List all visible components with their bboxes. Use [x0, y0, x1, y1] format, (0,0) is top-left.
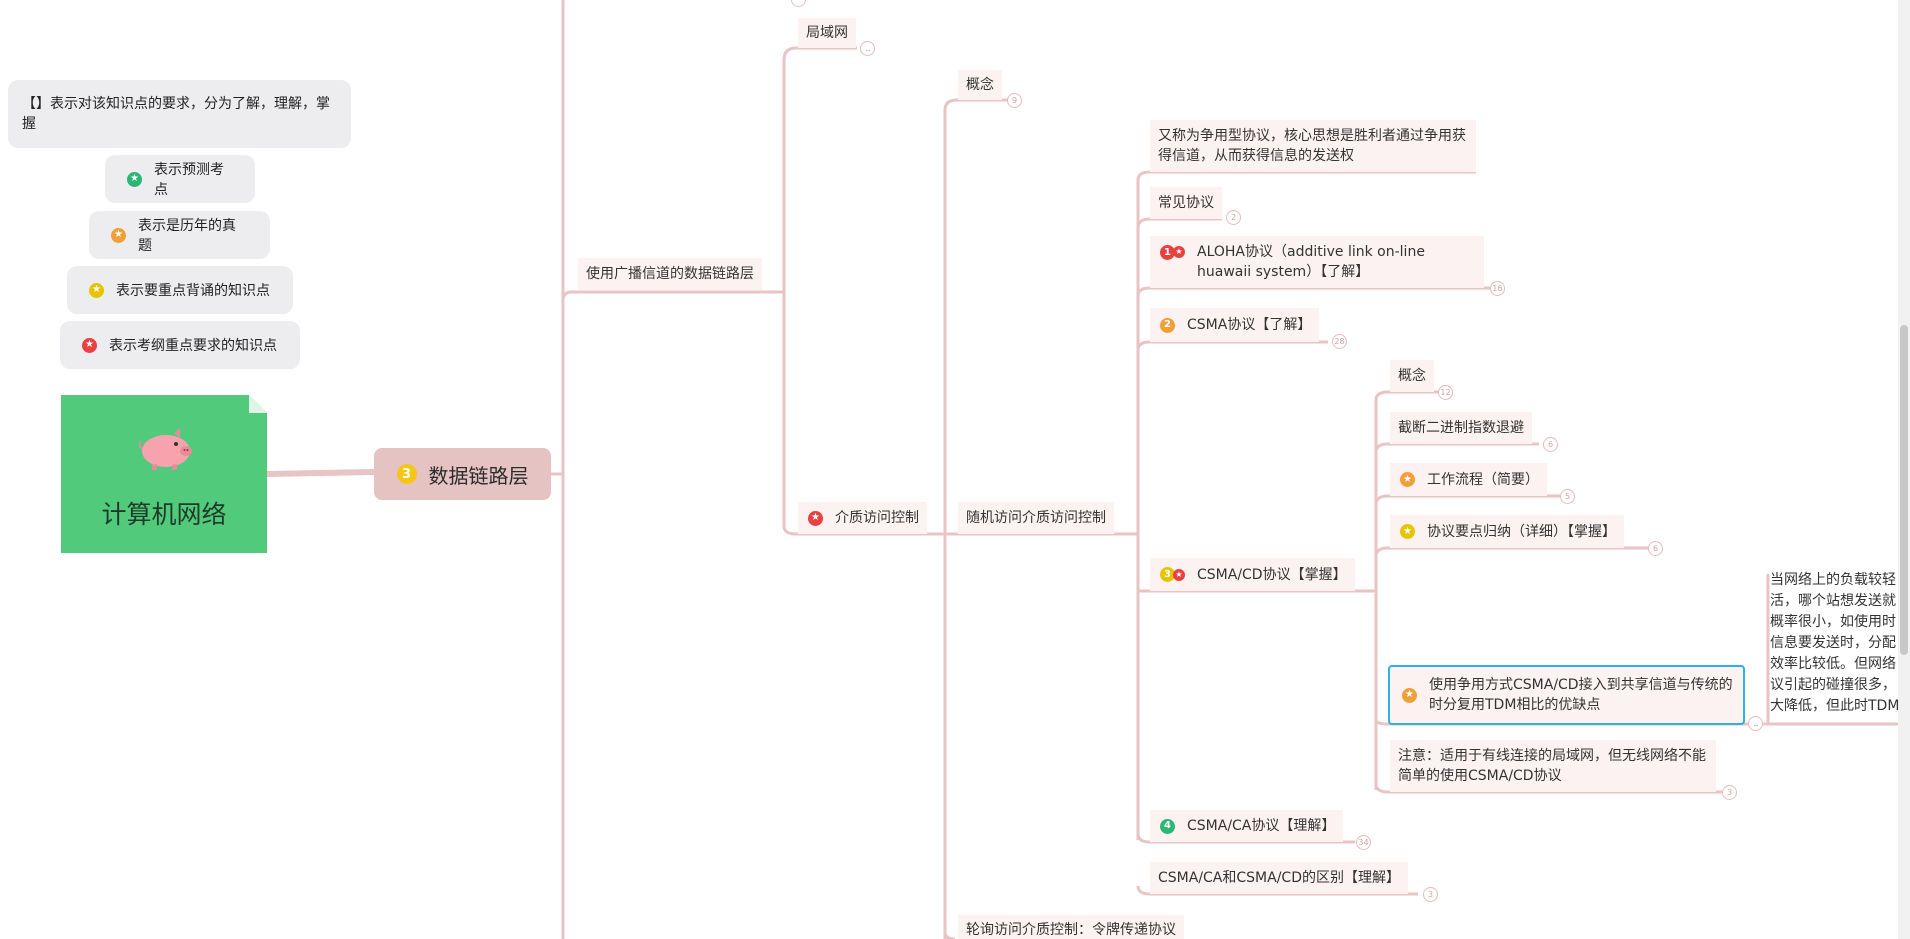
- node-label: 随机访问介质访问控制: [966, 510, 1106, 526]
- main-topic-label: 数据链路层: [428, 463, 529, 488]
- node-note[interactable]: 注意：适用于有线连接的局域网，但无线网络不能简单的使用CSMA/CD协议: [1390, 740, 1716, 792]
- node-label: 常见协议: [1158, 195, 1214, 211]
- node-label: ALOHA协议（additive link on-line huawaii sy…: [1197, 244, 1425, 280]
- node-flow-count[interactable]: 5: [1560, 489, 1575, 504]
- node-label: 介质访问控制: [835, 510, 919, 526]
- node-flow[interactable]: ★ 工作流程（简要）: [1390, 463, 1547, 496]
- node-csma[interactable]: 2 CSMA协议【了解】: [1150, 308, 1320, 342]
- legend-item-predict[interactable]: ★ 表示预测考点: [105, 155, 255, 203]
- sheet-fold-shade: [249, 395, 267, 413]
- scrollbar-thumb[interactable]: [1900, 325, 1908, 655]
- node-label: CSMA/CA协议【理解】: [1187, 818, 1336, 834]
- node-label: CSMA/CA和CSMA/CD的区别【理解】: [1158, 870, 1400, 886]
- green-star-icon: ★: [127, 171, 142, 187]
- node-common-protocols[interactable]: 常见协议: [1150, 187, 1222, 219]
- node-label: 局域网: [806, 25, 848, 41]
- node-summary-count[interactable]: 6: [1648, 541, 1663, 556]
- node-aloha[interactable]: 1 ★ ALOHA协议（additive link on-line huawai…: [1150, 236, 1484, 288]
- orange-star-icon: ★: [1402, 687, 1417, 703]
- node-label: 概念: [1398, 368, 1426, 384]
- node-label: 又称为争用型协议，核心思想是胜利者通过争用获得信道，从而获得信息的发送权: [1158, 128, 1466, 164]
- pig-icon: [138, 428, 192, 470]
- number-four-icon: 4: [1160, 818, 1175, 834]
- node-cd-concept-count[interactable]: 12: [1438, 385, 1453, 400]
- node-broadcast[interactable]: 使用广播信道的数据链路层: [578, 258, 762, 290]
- node-aloha-count[interactable]: 16: [1490, 281, 1505, 296]
- node-cd-concept[interactable]: 概念: [1390, 360, 1434, 392]
- node-summary[interactable]: ★ 协议要点归纳（详细）【掌握】: [1390, 515, 1624, 548]
- legend-item-past-exam[interactable]: ★ 表示是历年的真题: [89, 211, 270, 259]
- red-star-icon: ★: [808, 510, 823, 526]
- orange-star-icon: ★: [111, 227, 126, 243]
- node-description[interactable]: 又称为争用型协议，核心思想是胜利者通过争用获得信道，从而获得信息的发送权: [1150, 120, 1476, 172]
- node-label: 协议要点归纳（详细）【掌握】: [1427, 523, 1616, 540]
- node-common-count[interactable]: 2: [1226, 210, 1241, 225]
- root-title: 计算机网络: [101, 500, 227, 529]
- node-csma-count[interactable]: 28: [1332, 334, 1347, 349]
- node-difference-count[interactable]: 3: [1423, 887, 1438, 902]
- main-topic[interactable]: 3 数据链路层: [374, 448, 551, 500]
- legend-note-text: 【】表示对该知识点的要求，分为了解，理解，掌握: [22, 96, 330, 132]
- node-lan[interactable]: 局域网: [798, 18, 856, 48]
- node-label: 轮询访问介质控制：令牌传递协议: [966, 922, 1176, 938]
- node-label: 使用广播信道的数据链路层: [586, 266, 754, 282]
- node-csmaca[interactable]: 4 CSMA/CA协议【理解】: [1150, 810, 1344, 842]
- node-label: 概念: [966, 77, 994, 93]
- node-label: 截断二进制指数退避: [1398, 420, 1524, 436]
- legend-item-label: 表示要重点背诵的知识点: [116, 283, 270, 299]
- yellow-star-icon: ★: [1400, 524, 1415, 539]
- node-backoff-count[interactable]: 6: [1543, 437, 1558, 452]
- legend-item-label: 表示考纲重点要求的知识点: [109, 338, 277, 354]
- node-difference[interactable]: CSMA/CA和CSMA/CD的区别【理解】: [1150, 862, 1408, 894]
- number-two-icon: 2: [1160, 317, 1175, 333]
- legend-item-label: 表示是历年的真题: [138, 218, 236, 254]
- node-long-text[interactable]: 当网络上的负载较轻 活，哪个站想发送就 概率很小，如使用时 信息要发送时，分配 …: [1770, 572, 1900, 714]
- red-star-icon: ★: [1173, 568, 1185, 581]
- node-label: 注意：适用于有线连接的局域网，但无线网络不能简单的使用CSMA/CD协议: [1398, 748, 1706, 784]
- node-label: CSMA协议【了解】: [1187, 317, 1312, 333]
- legend-note[interactable]: 【】表示对该知识点的要求，分为了解，理解，掌握: [8, 80, 351, 148]
- node-concept-count[interactable]: 9: [1007, 93, 1022, 108]
- node-backoff[interactable]: 截断二进制指数退避: [1390, 412, 1532, 444]
- node-lan-count[interactable]: ...: [860, 41, 875, 56]
- node-note-count[interactable]: 3: [1722, 785, 1737, 800]
- node-csmacd[interactable]: 3 ★ CSMA/CD协议【掌握】: [1150, 558, 1355, 591]
- root-topic[interactable]: 计算机网络: [61, 395, 267, 553]
- node-label: CSMA/CD协议【掌握】: [1197, 566, 1347, 583]
- red-star-icon: ★: [82, 337, 97, 353]
- node-label: 工作流程（简要）: [1427, 471, 1539, 488]
- yellow-star-icon: ★: [89, 282, 104, 298]
- node-label: 使用争用方式CSMA/CD接入到共享信道与传统的时分复用TDM相比的优缺点: [1429, 677, 1733, 713]
- number-three-icon: 3: [1160, 567, 1175, 582]
- number-one-icon: 1: [1160, 245, 1175, 260]
- node-mac[interactable]: ★ 介质访问控制: [798, 502, 927, 534]
- legend-item-label: 表示预测考点: [154, 162, 224, 198]
- node-compare-selected[interactable]: ★ 使用争用方式CSMA/CD接入到共享信道与传统的时分复用TDM相比的优缺点: [1388, 665, 1745, 725]
- legend-item-syllabus[interactable]: ★ 表示考纲重点要求的知识点: [60, 321, 300, 369]
- node-random-access[interactable]: 随机访问介质访问控制: [958, 502, 1114, 534]
- node-csmaca-count[interactable]: 34: [1356, 835, 1371, 850]
- red-star-icon: ★: [1173, 246, 1185, 258]
- node-compare-count[interactable]: ...: [1748, 716, 1763, 731]
- node-polling[interactable]: 轮询访问介质控制：令牌传递协议: [958, 915, 1184, 939]
- legend-item-memorize[interactable]: ★ 表示要重点背诵的知识点: [67, 266, 293, 314]
- vertical-scrollbar[interactable]: [1898, 0, 1910, 939]
- node-concept[interactable]: 概念: [958, 70, 1002, 100]
- number-icon: 3: [396, 464, 417, 484]
- orange-star-icon: ★: [1400, 472, 1415, 487]
